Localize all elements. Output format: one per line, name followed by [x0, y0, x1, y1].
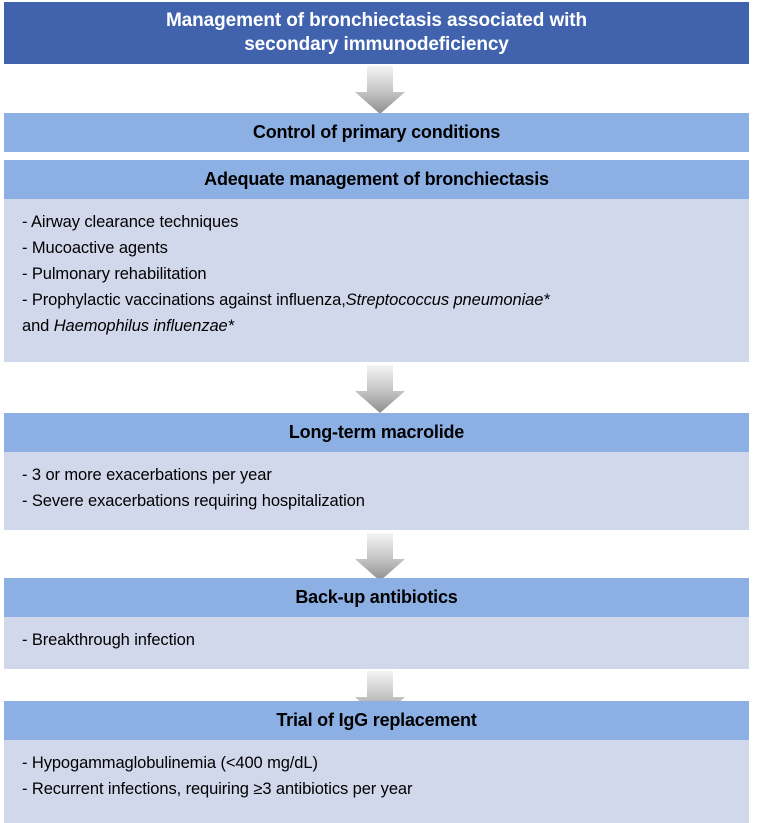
section-body-adequate-management: - Airway clearance techniques - Mucoacti… — [4, 199, 749, 362]
list-item: - Mucoactive agents — [22, 239, 168, 257]
list-item: - Prophylactic vaccinations against infl… — [22, 287, 749, 339]
section-body-long-term-macrolide: - 3 or more exacerbations per year - Sev… — [4, 452, 749, 530]
diagram-title-box: Management of bronchiectasis associated … — [4, 2, 749, 64]
section-header-primary-conditions: Control of primary conditions — [4, 113, 749, 152]
list-item: - Hypogammaglobulinemia (<400 mg/dL) — [22, 754, 318, 772]
list-item-text: - Prophylactic vaccinations against infl… — [22, 291, 346, 309]
diagram-title-line1: Management of bronchiectasis associated … — [165, 10, 588, 31]
section-header-label: Adequate management of bronchiectasis — [204, 169, 549, 189]
section-header-igg-replacement: Trial of IgG replacement — [4, 701, 749, 740]
list-item: - Recurrent infections, requiring ≥3 ant… — [22, 780, 413, 798]
down-arrow-icon — [355, 533, 405, 581]
diagram-title-line2: secondary immunodeficiency — [244, 34, 509, 55]
section-header-backup-antibiotics: Back-up antibiotics — [4, 578, 749, 617]
list-item: - Airway clearance techniques — [22, 213, 239, 231]
list-item-species-2: Haemophilus influenzae* — [53, 317, 234, 335]
section-header-label: Long-term macrolide — [288, 422, 465, 442]
section-body-igg-replacement: - Hypogammaglobulinemia (<400 mg/dL) - R… — [4, 740, 749, 823]
list-item: - Breakthrough infection — [22, 631, 195, 649]
list-item-species-1: Streptococcus pneumoniae* — [345, 291, 550, 309]
section-header-label: Control of primary conditions — [252, 122, 501, 142]
section-body-backup-antibiotics: - Breakthrough infection — [4, 617, 749, 669]
section-header-label: Back-up antibiotics — [295, 587, 458, 607]
diagram-title: Management of bronchiectasis associated … — [154, 9, 599, 57]
list-item-conjunction: and — [22, 317, 54, 335]
section-header-long-term-macrolide: Long-term macrolide — [4, 413, 749, 452]
down-arrow-icon — [355, 66, 405, 114]
down-arrow-icon — [355, 365, 405, 413]
section-header-label: Trial of IgG replacement — [276, 710, 477, 730]
list-item: - Pulmonary rehabilitation — [22, 265, 207, 283]
list-item: - Severe exacerbations requiring hospita… — [22, 492, 365, 510]
list-item: - 3 or more exacerbations per year — [22, 466, 272, 484]
section-header-adequate-management: Adequate management of bronchiectasis — [4, 160, 749, 199]
